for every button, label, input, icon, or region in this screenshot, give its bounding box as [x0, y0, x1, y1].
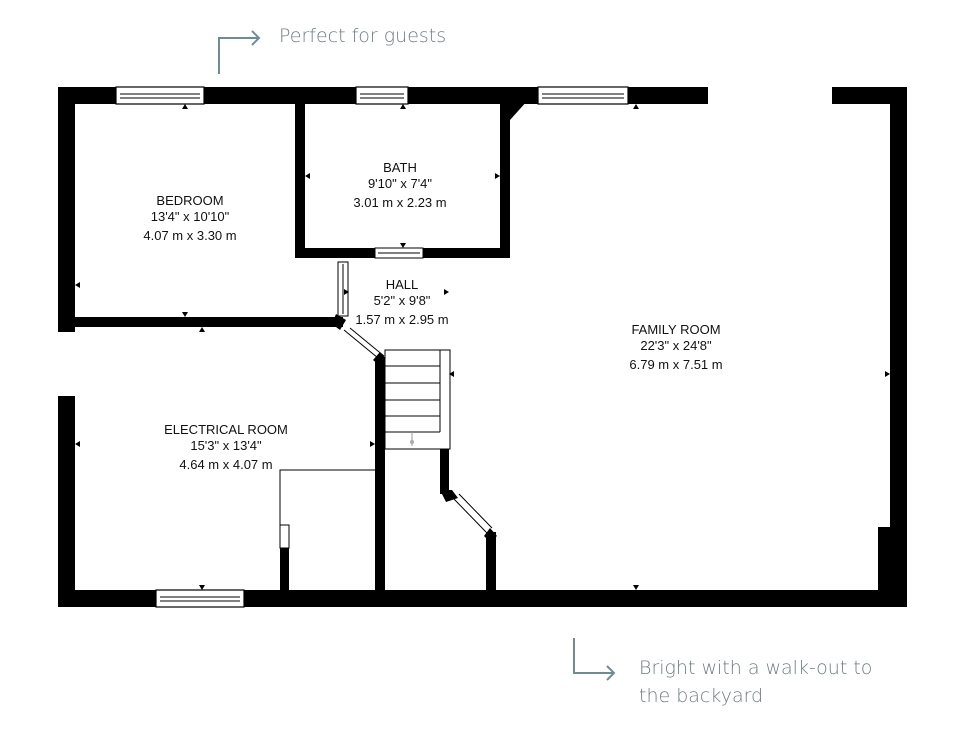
room-electrical-room: ELECTRICAL ROOM 15'3" x 13'4" 4.64 m x 4… — [164, 422, 288, 472]
window-bedroom — [115, 86, 205, 105]
window-electrical-room — [155, 589, 245, 608]
room-bath: BATH 9'10" x 7'4" 3.01 m x 2.23 m — [353, 160, 446, 210]
interior-walls — [73, 100, 528, 590]
bottom-callout-line-2: the backyard — [639, 685, 764, 707]
thin-lines — [279, 247, 493, 549]
family-room-metric: 6.79 m x 7.51 m — [629, 357, 722, 372]
bottom-callout-line-1: Bright with a walk-out to — [639, 657, 873, 679]
bath-metric: 3.01 m x 2.23 m — [353, 195, 446, 210]
bottom-callout-arrow-icon — [573, 638, 616, 681]
hall-metric: 1.57 m x 2.95 m — [355, 312, 448, 327]
bedroom-metric: 4.07 m x 3.30 m — [143, 228, 236, 243]
top-callout-text: Perfect for guests — [279, 25, 447, 47]
opening-family-room-top — [708, 87, 832, 104]
bedroom-name: BEDROOM — [156, 193, 223, 208]
electrical-room-name: ELECTRICAL ROOM — [164, 422, 288, 437]
room-bedroom: BEDROOM 13'4" x 10'10" 4.07 m x 3.30 m — [143, 193, 236, 243]
room-family-room: FAMILY ROOM 22'3" x 24'8" 6.79 m x 7.51 … — [629, 322, 722, 372]
exterior-openings — [58, 86, 832, 608]
bottom-callout: Bright with a walk-out to the backyard — [639, 654, 872, 710]
bedroom-imperial: 13'4" x 10'10" — [151, 209, 230, 224]
window-family-room — [537, 86, 629, 105]
top-callout: Perfect for guests — [279, 22, 446, 50]
room-hall: HALL 5'2" x 9'8" 1.57 m x 2.95 m — [355, 277, 448, 327]
electrical-room-metric: 4.64 m x 4.07 m — [179, 457, 272, 472]
top-callout-arrow-icon — [218, 30, 261, 74]
window-bath — [355, 86, 409, 105]
family-room-imperial: 22'3" x 24'8" — [640, 338, 712, 353]
bath-imperial: 9'10" x 7'4" — [368, 176, 432, 191]
family-room-name: FAMILY ROOM — [631, 322, 720, 337]
bath-name: BATH — [383, 160, 417, 175]
electrical-room-imperial: 15'3" x 13'4" — [190, 438, 262, 453]
opening-west-wall — [58, 332, 75, 396]
hall-name: HALL — [386, 277, 419, 292]
stairs — [384, 349, 451, 450]
measurement-ticks — [75, 104, 890, 590]
hall-imperial: 5'2" x 9'8" — [374, 293, 431, 308]
